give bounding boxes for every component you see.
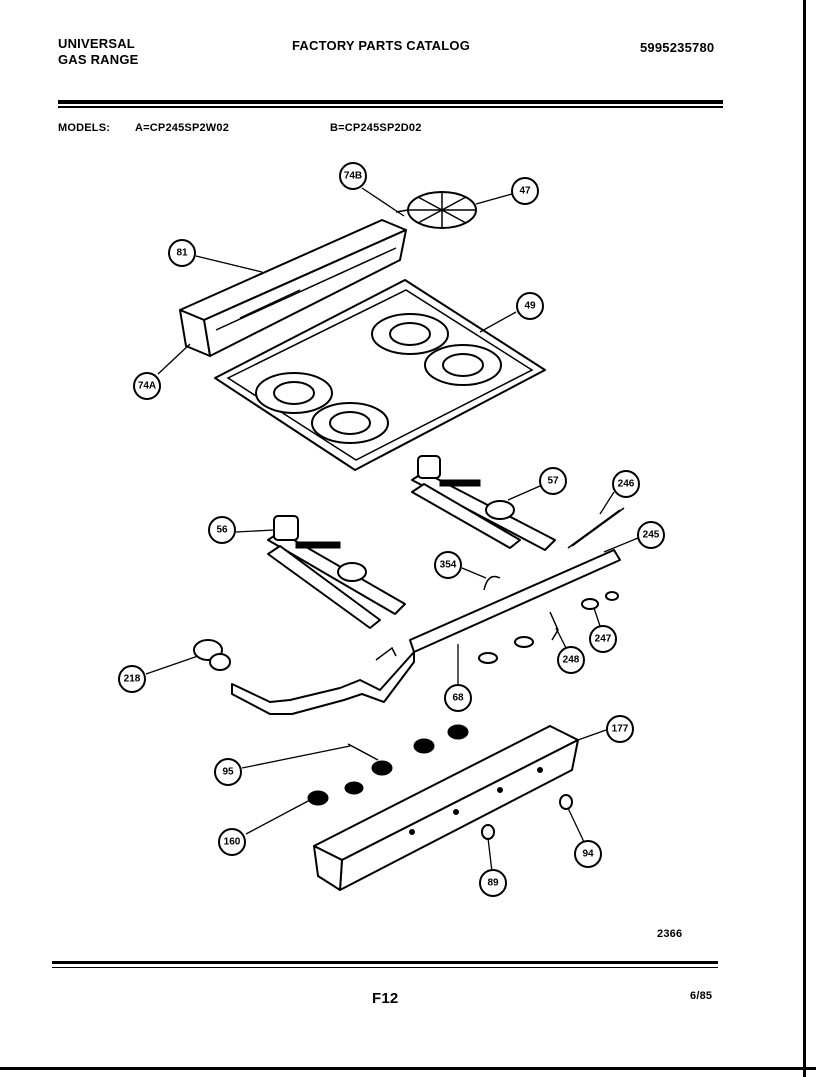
callout-47: 47 (511, 177, 539, 205)
svg-text:177: 177 (612, 724, 629, 735)
callout-246: 246 (612, 470, 640, 498)
svg-text:49: 49 (524, 301, 536, 312)
page-edge-right (803, 0, 806, 1077)
leader-lines (145, 187, 639, 873)
valves-and-knobs (307, 724, 469, 806)
svg-text:74B: 74B (344, 171, 362, 182)
page-edge-bottom (0, 1067, 816, 1070)
regulator (193, 639, 231, 671)
burner-grate (395, 191, 477, 229)
brand-line-2: GAS RANGE (58, 52, 139, 67)
right-burner-assembly (411, 455, 556, 551)
callout-218: 218 (118, 665, 146, 693)
brand-line-1: UNIVERSAL (58, 36, 135, 51)
model-a: A=CP245SP2W02 (135, 122, 230, 134)
callout-354: 354 (434, 551, 462, 579)
callout-74b: 74B (339, 162, 367, 190)
svg-text:56: 56 (216, 525, 228, 536)
manifold-pipe (231, 549, 621, 715)
svg-text:95: 95 (222, 767, 234, 778)
callout-56: 56 (208, 516, 236, 544)
svg-text:74A: 74A (138, 381, 156, 392)
callout-49: 49 (516, 292, 544, 320)
revision-date: 6/85 (690, 990, 713, 1002)
footer-rule (52, 961, 718, 964)
svg-text:89: 89 (487, 878, 499, 889)
svg-text:246: 246 (618, 479, 635, 490)
callout-68: 68 (444, 684, 472, 712)
svg-text:248: 248 (563, 655, 580, 666)
small-parts-upper (375, 507, 625, 661)
callout-248: 248 (557, 646, 585, 674)
callout-95: 95 (214, 758, 242, 786)
header-rule (58, 100, 723, 104)
svg-text:245: 245 (643, 530, 660, 541)
svg-text:354: 354 (440, 560, 457, 571)
svg-text:247: 247 (595, 634, 612, 645)
svg-text:160: 160 (224, 837, 241, 848)
model-b: B=CP245SP2D02 (330, 122, 422, 134)
callout-177: 177 (606, 715, 634, 743)
models-label: MODELS: (58, 122, 111, 134)
manifold-panel (313, 725, 579, 891)
svg-text:47: 47 (519, 186, 531, 197)
catalog-number: 5995235780 (640, 40, 715, 55)
svg-text:94: 94 (582, 849, 594, 860)
callout-57: 57 (539, 467, 567, 495)
callout-74a: 74A (133, 372, 161, 400)
left-burner-assembly (267, 515, 406, 629)
header-rule-thin (58, 106, 723, 108)
svg-text:68: 68 (452, 693, 464, 704)
svg-text:81: 81 (176, 248, 188, 259)
svg-text:218: 218 (124, 674, 141, 685)
main-top (214, 279, 546, 471)
drawing-number: 2366 (657, 928, 683, 940)
callout-81: 81 (168, 239, 196, 267)
footer-rule-thin (52, 967, 718, 968)
callout-160: 160 (218, 828, 246, 856)
svg-text:57: 57 (547, 476, 559, 487)
callout-247: 247 (589, 625, 617, 653)
catalog-title: FACTORY PARTS CATALOG (292, 38, 471, 53)
callout-245: 245 (637, 521, 665, 549)
backguard (179, 219, 407, 357)
callout-94: 94 (574, 840, 602, 868)
callout-89: 89 (479, 869, 507, 897)
page-id: F12 (372, 990, 399, 1007)
